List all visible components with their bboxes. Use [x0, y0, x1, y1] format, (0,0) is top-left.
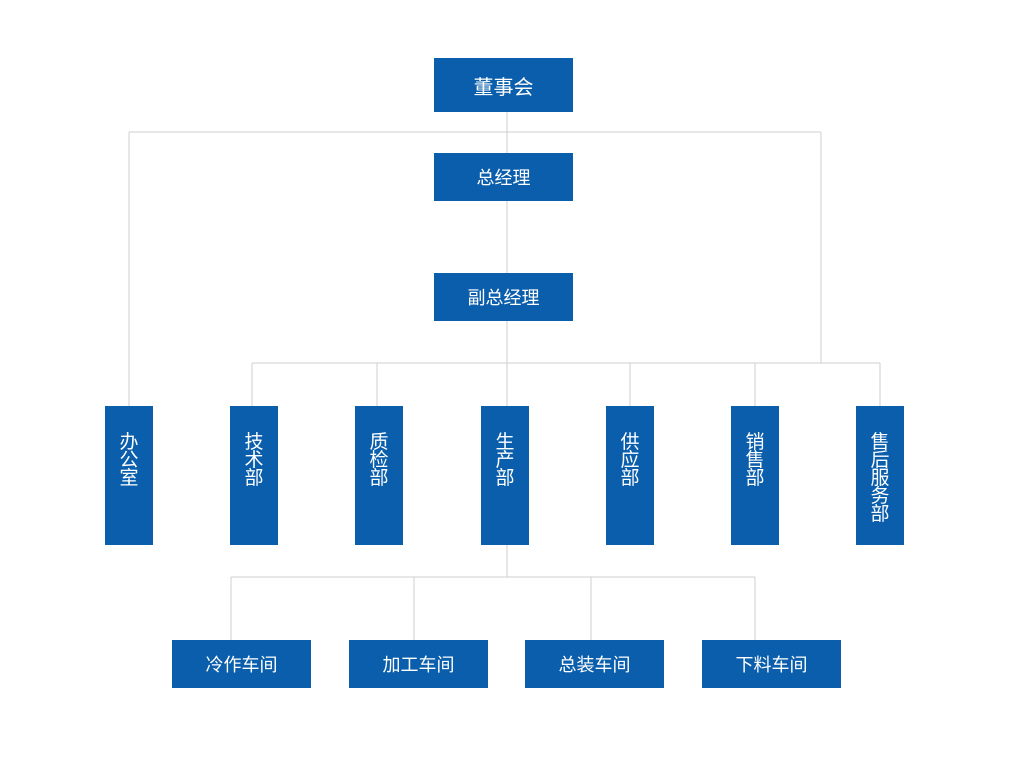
workshop-label: 下料车间	[735, 655, 808, 676]
department-label: 售后服务部	[870, 431, 890, 525]
board-node: 董事会	[434, 58, 573, 112]
department-sales: 销售部	[731, 406, 779, 545]
workshop-cold-work: 冷作车间	[172, 640, 311, 688]
general-manager-label: 总经理	[476, 168, 531, 189]
workshop-label: 冷作车间	[205, 655, 278, 676]
department-technical: 技术部	[230, 406, 278, 545]
department-office: 办公室	[105, 406, 153, 545]
department-label: 技术部	[244, 431, 264, 489]
department-after-sales: 售后服务部	[856, 406, 904, 545]
department-label: 办公室	[119, 431, 139, 489]
workshop-label: 总装车间	[558, 655, 631, 676]
general-manager-node: 总经理	[434, 153, 573, 201]
department-production: 生产部	[481, 406, 529, 545]
workshop-machining: 加工车间	[349, 640, 488, 688]
department-label: 质检部	[369, 431, 389, 489]
deputy-manager-label: 副总经理	[467, 288, 540, 309]
department-quality: 质检部	[355, 406, 403, 545]
board-label: 董事会	[473, 74, 534, 99]
department-label: 生产部	[495, 431, 515, 489]
deputy-manager-node: 副总经理	[434, 273, 573, 321]
department-label: 销售部	[745, 431, 765, 489]
workshop-cutting: 下料车间	[702, 640, 841, 688]
workshop-label: 加工车间	[382, 655, 455, 676]
department-supply: 供应部	[606, 406, 654, 545]
workshop-assembly: 总装车间	[525, 640, 664, 688]
department-label: 供应部	[620, 431, 640, 489]
